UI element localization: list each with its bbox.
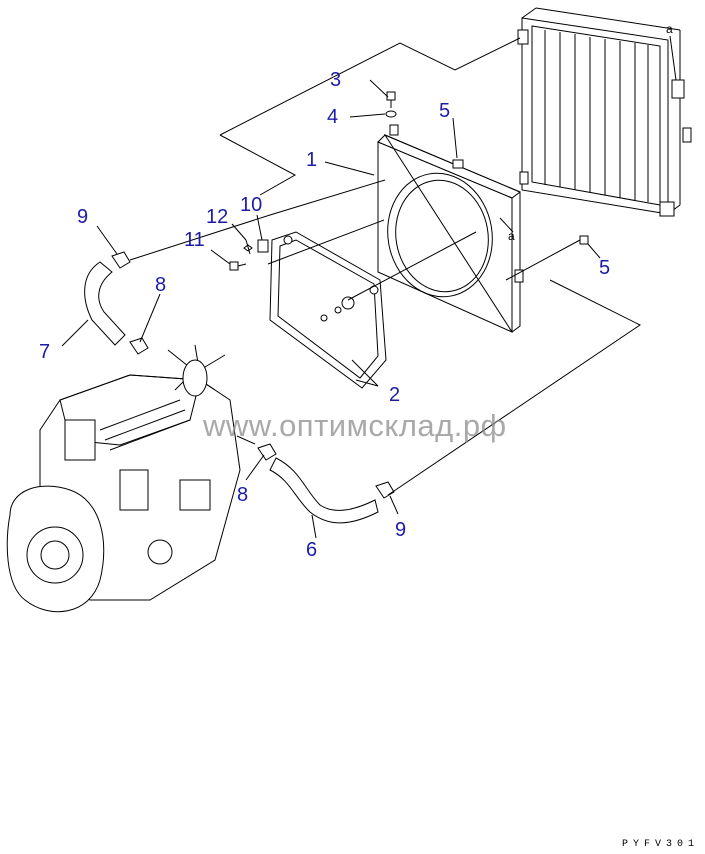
watermark: www.оптимсклад.рф bbox=[203, 408, 507, 443]
callout-12: 12 bbox=[206, 206, 228, 228]
callout-3: 3 bbox=[330, 69, 341, 91]
callout-7: 7 bbox=[39, 341, 50, 363]
callout-6: 6 bbox=[306, 539, 317, 561]
callout-5: 5 bbox=[599, 257, 610, 279]
callout-10: 10 bbox=[240, 194, 262, 216]
callout-8: 8 bbox=[237, 484, 248, 506]
callout-2: 2 bbox=[389, 384, 400, 406]
callout-11: 11 bbox=[184, 229, 205, 251]
cover-plate bbox=[269, 231, 387, 389]
hoses bbox=[84, 251, 395, 524]
callout-9: 9 bbox=[395, 519, 406, 541]
reference-a: a bbox=[666, 22, 673, 36]
reference-a: a bbox=[508, 229, 515, 243]
callout-4: 4 bbox=[327, 106, 338, 128]
callout-9: 9 bbox=[77, 206, 88, 228]
leader-lines bbox=[61, 37, 641, 539]
callout-5: 5 bbox=[439, 100, 450, 122]
callout-8: 8 bbox=[155, 274, 166, 296]
callout-1: 1 bbox=[306, 149, 317, 171]
fasteners bbox=[229, 91, 589, 271]
drawing-code: PYFV301 bbox=[621, 839, 699, 850]
fan-shroud bbox=[377, 124, 529, 333]
radiator bbox=[517, 7, 692, 217]
engine bbox=[6, 344, 241, 613]
